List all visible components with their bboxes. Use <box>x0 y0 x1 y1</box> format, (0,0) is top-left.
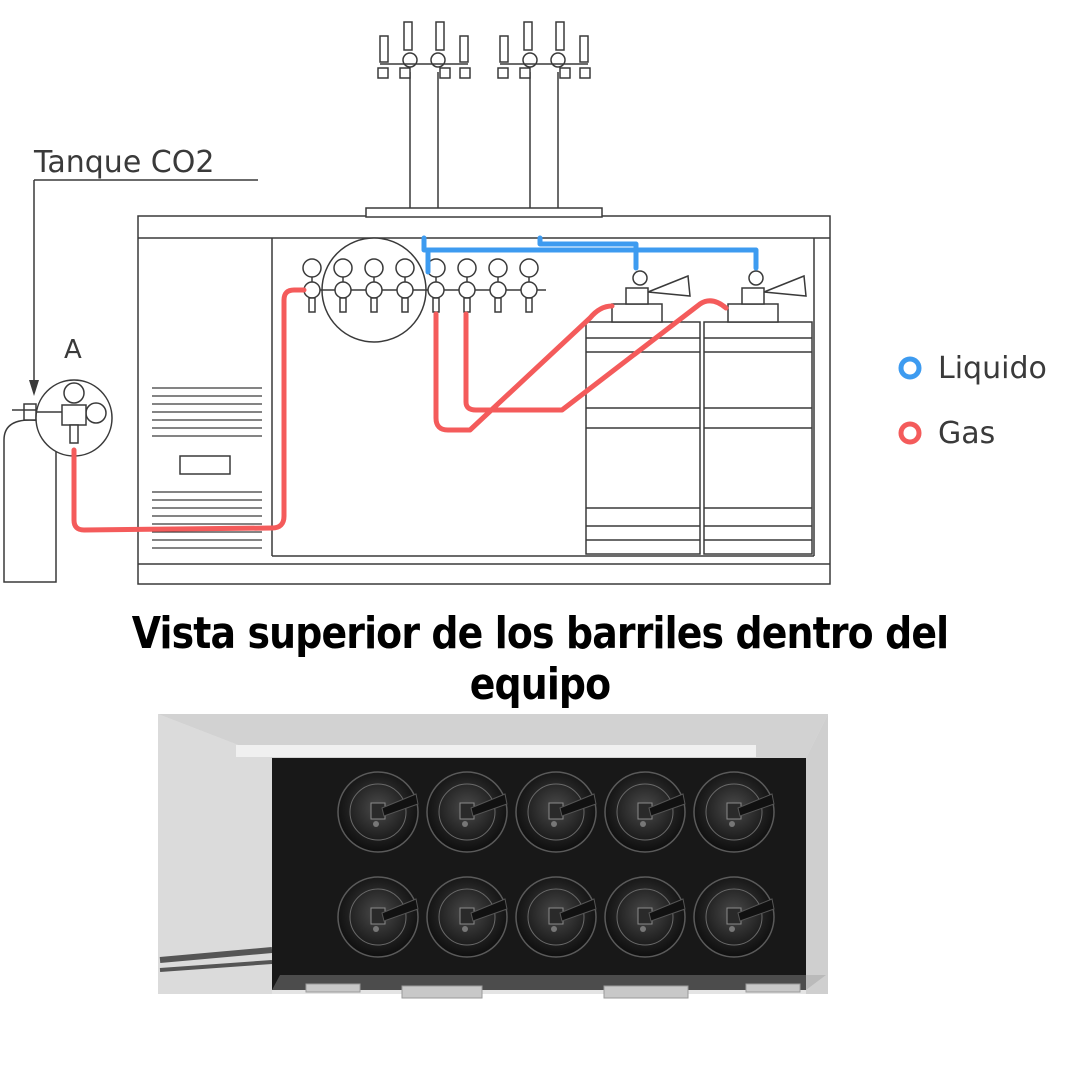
keg-top <box>515 771 597 853</box>
keg-right <box>703 321 813 555</box>
gauge-icon <box>395 258 415 313</box>
tank-label: Tanque CO2 <box>33 145 214 180</box>
keg-top <box>337 771 419 853</box>
gauge-icon <box>519 258 539 313</box>
keg-top <box>604 876 686 958</box>
point-a-label: A <box>64 335 82 365</box>
keg-left <box>585 321 701 555</box>
gauge-icon <box>364 258 384 313</box>
keg-top <box>337 876 419 958</box>
keg-coupler-left <box>611 270 691 323</box>
keg-top <box>515 876 597 958</box>
bottom-rail <box>305 983 801 999</box>
vent-grille-upper <box>152 387 262 437</box>
gauge-icon <box>426 258 446 313</box>
gas-lines <box>71 287 729 533</box>
keg-top <box>604 771 686 853</box>
vent-grille-lower <box>152 491 262 549</box>
gauge-icon <box>457 258 477 313</box>
gauge-icon <box>302 258 322 313</box>
keg-top <box>426 771 508 853</box>
keg-coupler-right <box>727 270 807 323</box>
legend-item-liquid: Liquido <box>898 351 1047 386</box>
legend: Liquido Gas <box>898 351 1047 451</box>
section-heading: Vista superior de los barriles dentro de… <box>131 608 949 710</box>
legend-label-liquid: Liquido <box>938 351 1047 386</box>
keg-top <box>693 771 775 853</box>
gauge-icon <box>333 258 353 313</box>
liquid-lines <box>421 235 759 275</box>
legend-label-gas: Gas <box>938 416 995 451</box>
gauge-icon <box>488 258 508 313</box>
keg-top <box>693 876 775 958</box>
keg-top <box>426 876 508 958</box>
beer-dispenser-diagram: Tanque CO2 A <box>3 21 1047 585</box>
regulator <box>35 379 113 457</box>
legend-item-gas: Gas <box>898 416 995 451</box>
tap-tower-left <box>377 21 471 208</box>
tap-tower-right <box>497 21 591 208</box>
